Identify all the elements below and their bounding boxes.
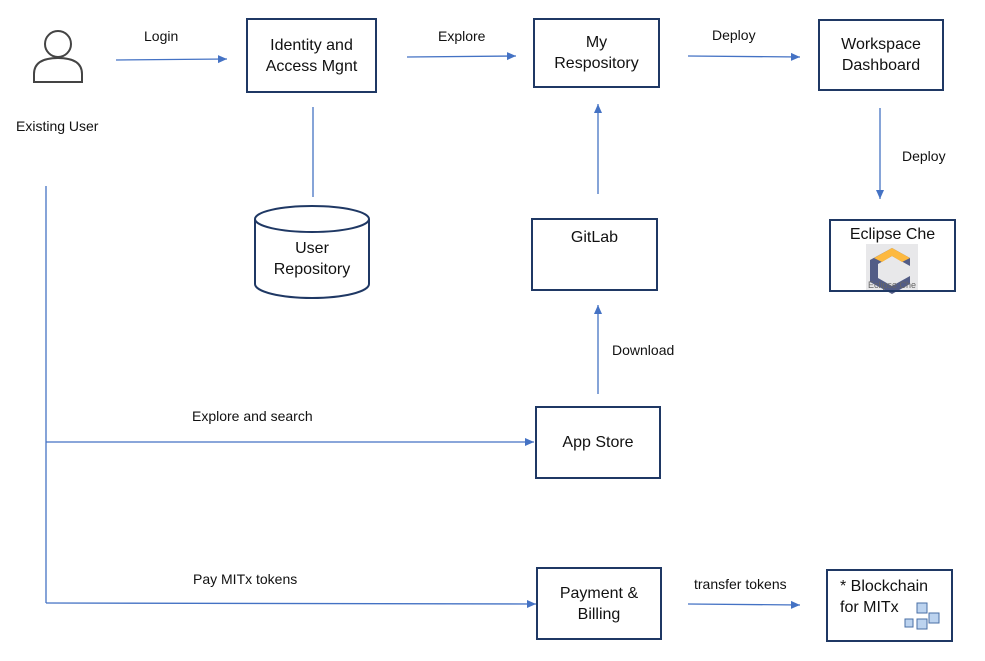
user-icon: [33, 30, 83, 83]
payment-billing-box[interactable]: Payment & Billing: [536, 567, 662, 640]
explore-search-edge-label: Explore and search: [192, 408, 313, 424]
identity-access-mgmt-box[interactable]: Identity and Access Mgnt: [246, 18, 377, 93]
user-repository-cylinder: [254, 205, 370, 299]
app-store-label: App Store: [562, 434, 634, 451]
download-edge-label: Download: [612, 342, 675, 358]
workspace-dashboard-label: Workspace Dashboard: [841, 36, 921, 74]
blockchain-label: * Blockchain for MITx: [840, 578, 929, 616]
explore-arrow: [406, 52, 517, 61]
gitlab-box[interactable]: GitLab: [531, 218, 658, 291]
user-repository-label: User Repository: [273, 240, 351, 278]
eclipse-che-label: Eclipse Che: [849, 226, 936, 243]
identity-access-mgmt-label: Identity and Access Mgnt: [265, 36, 358, 75]
login-arrow: [115, 55, 228, 64]
transfer-arrow: [687, 600, 801, 609]
eclipse-che-logo-icon: [866, 244, 918, 294]
eclipse-che-logo-text: Eclipse Che: [867, 280, 917, 290]
blockchain-box[interactable]: * Blockchain for MITx: [826, 569, 953, 642]
workspace-dashboard-box[interactable]: Workspace Dashboard: [818, 19, 944, 91]
explore-edge-label: Explore: [438, 28, 486, 44]
login-edge-label: Login: [144, 28, 179, 44]
pay-arrow: [45, 599, 537, 608]
gitlab-label: GitLab: [570, 229, 619, 246]
transfer-edge-label: transfer tokens: [694, 576, 787, 592]
deploy-down-edge-label: Deploy: [902, 148, 946, 164]
eclipse-che-box[interactable]: Eclipse Che: [829, 219, 956, 292]
existing-user-label: Existing User: [16, 118, 99, 134]
deploy-top-arrow: [687, 52, 801, 61]
payment-billing-label: Payment & Billing: [559, 584, 639, 623]
deploy-top-edge-label: Deploy: [712, 27, 756, 43]
pay-edge-label: Pay MITx tokens: [193, 571, 298, 587]
app-store-box[interactable]: App Store: [535, 406, 661, 479]
my-repository-box[interactable]: My Respository: [533, 18, 660, 88]
my-repository-label: My Respository: [554, 34, 639, 72]
blockchain-cubes-icon: [904, 602, 940, 630]
